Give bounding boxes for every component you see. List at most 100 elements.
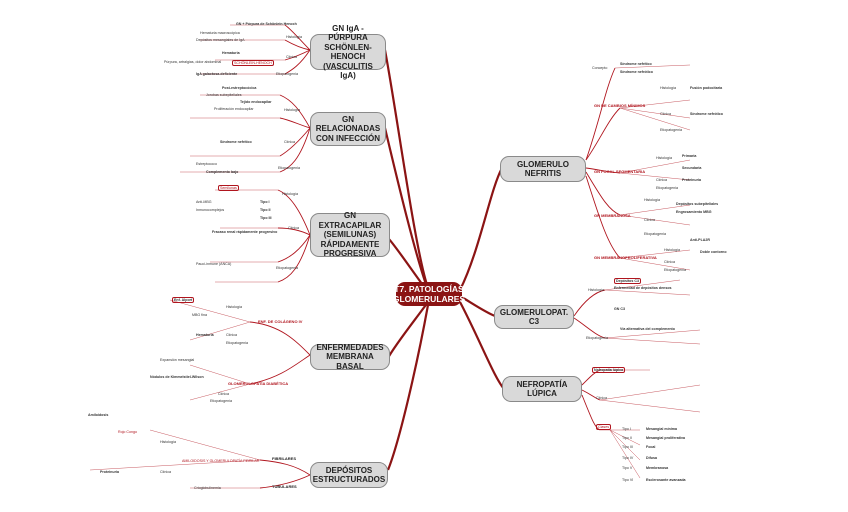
- label: Difusa: [646, 456, 657, 460]
- section-cambios-minimos: GN DE CAMBIOS MÍNIMOS: [594, 103, 646, 108]
- label: Clínica: [596, 396, 607, 400]
- label: Amiloidosis: [88, 413, 109, 417]
- label: Focal: [646, 445, 656, 449]
- label: Tipo III: [260, 216, 272, 220]
- label: Tejido endocapilar: [240, 100, 272, 104]
- section-colageno: ENF. DE COLÁGENO IV: [258, 319, 303, 324]
- label: Anti-PLA2R: [690, 238, 710, 242]
- label: Síndrome nefrítico: [620, 62, 652, 66]
- label: Enfermedad de depósitos densos: [614, 286, 672, 290]
- label: Etiopatogenia: [664, 268, 686, 272]
- label: Síndrome nefrótico: [690, 112, 723, 116]
- label: Concepto: [592, 66, 608, 70]
- node-glomerulopatia-c3[interactable]: GLOMERULOPAT. C3: [494, 305, 574, 329]
- label: Histología: [588, 288, 604, 292]
- label: Jorobas subepiteliales: [206, 93, 242, 97]
- label: Crioglobulinemia: [194, 486, 221, 490]
- branch-c3: [459, 295, 496, 318]
- label: MBG fina: [192, 313, 207, 317]
- branch-depositos: [386, 304, 430, 471]
- label: AMILOIDOSIS Y GLOMERULOPATÍA FIBRILAR: [182, 459, 260, 463]
- label: Tipo IV: [622, 456, 634, 460]
- node-membrana-basal[interactable]: ENFERMEDADES MEMBRANA BASAL: [310, 343, 390, 371]
- label: Anti-MBG: [196, 200, 212, 204]
- label: Hematuria macroscópica: [200, 31, 240, 35]
- label: Clínica: [160, 470, 171, 474]
- label: Histología: [286, 35, 302, 39]
- label: Histología: [160, 440, 176, 444]
- branch-membrana: [387, 301, 429, 359]
- node-glomerulonefritis[interactable]: GLOMERULO NEFRITIS: [500, 156, 586, 182]
- label: Etiopatogenia: [586, 336, 608, 340]
- label: Etiopatogenia: [276, 72, 298, 76]
- label: Tipo V: [622, 466, 633, 470]
- label: Tipo I: [260, 200, 270, 204]
- label: Etiopatogenia: [660, 128, 682, 132]
- label: Complemento bajo: [206, 170, 239, 174]
- label: GN C3: [614, 307, 625, 311]
- label: Histología: [656, 156, 672, 160]
- label: Rojo Congo: [118, 430, 137, 434]
- label: Púrpura, artralgias, dolor abdominal: [164, 60, 222, 64]
- label: Etiopatogenia: [276, 266, 298, 270]
- label: Tipo II: [622, 436, 632, 440]
- label: Histología: [284, 108, 300, 112]
- branch-lupica: [459, 301, 506, 391]
- label: Nefropatía lúpica: [592, 367, 626, 374]
- label: Fracaso renal rápidamente progresivo: [212, 230, 278, 234]
- label: Histología: [664, 248, 680, 252]
- section-diabetica: GLOMERULOPATÍA DIABÉTICA: [228, 381, 289, 386]
- label: Clínica: [660, 112, 671, 116]
- label: Depósitos mesangiales de IgA: [196, 38, 245, 42]
- label: Histología: [644, 198, 660, 202]
- node-gn-extracapilar[interactable]: GN EXTRACAPILAR (SEMILUNAS) RÁPIDAMENTE …: [310, 211, 390, 258]
- node-nefropatia-lupica[interactable]: NEFROPATÍA LÚPICA: [502, 376, 582, 402]
- section-membranosa: GN MEMBRANOSA: [594, 213, 631, 218]
- label: Histología: [282, 192, 298, 196]
- label: Engrosamiento MBG: [676, 210, 712, 214]
- label: Secundaria: [682, 166, 702, 170]
- label: Proteinuria: [100, 470, 119, 474]
- label: Clínica: [218, 392, 229, 396]
- label: Clínica: [644, 218, 655, 222]
- label: Tipo I: [622, 427, 631, 431]
- label: Hematuria: [196, 333, 214, 337]
- label: Doble contorno: [700, 250, 727, 254]
- label: Vía alternativa del complemento: [620, 327, 675, 331]
- section-focal-segmentaria: GN FOCAL SEGMENTARIA: [594, 169, 646, 174]
- label: Clínica: [226, 333, 237, 337]
- label: SCHÖNLEIN-HENOCH: [232, 60, 274, 67]
- label: Proliferación endocapilar: [214, 107, 254, 111]
- section-fibrilares: FIBRILARES: [272, 456, 296, 461]
- label: Primaria: [682, 154, 697, 158]
- node-depositos[interactable]: DEPÓSITOS ESTRUCTURADOS: [310, 462, 388, 488]
- label: Hematuria: [222, 51, 240, 55]
- label: Tipo VI: [622, 478, 634, 482]
- label: Etiopatogenia: [644, 232, 666, 236]
- label: Estreptococo: [196, 162, 217, 166]
- label: Mesangial proliferativa: [646, 436, 685, 440]
- label: Histología: [226, 305, 242, 309]
- label: Clínica: [288, 226, 299, 230]
- label: Tipo II: [260, 208, 271, 212]
- label: Histología: [660, 86, 676, 90]
- label: Proteinuria: [682, 178, 701, 182]
- label: Etiopatogenia: [226, 341, 248, 345]
- label: Post-estreptocócica: [222, 86, 257, 90]
- label: Esclerosante avanzada: [646, 478, 686, 482]
- branch-nefritis: [459, 167, 503, 291]
- label: Clínica: [664, 260, 675, 264]
- node-gn-infeccion[interactable]: GN RELACIONADAS CON INFECCIÓN: [310, 112, 386, 146]
- label: Síndrome nefrótico: [620, 70, 653, 74]
- label: Tipo III: [622, 445, 633, 449]
- label: Mesangial mínima: [646, 427, 677, 431]
- node-gn-iga[interactable]: GN IgA - PÚRPURA SCHÖNLEN-HENOCH (VASCUL…: [310, 24, 386, 80]
- label: Enf. Alport: [172, 297, 195, 304]
- label: Fusión podocitaria: [690, 86, 723, 90]
- label: Inmunocomplejos: [196, 208, 225, 212]
- label: Pauci-inmune (ANCA): [196, 262, 232, 266]
- label: Clínica: [286, 55, 297, 59]
- label: IgA galactosa-deficiente: [196, 72, 238, 76]
- label: Depósitos subepiteliales: [676, 202, 719, 206]
